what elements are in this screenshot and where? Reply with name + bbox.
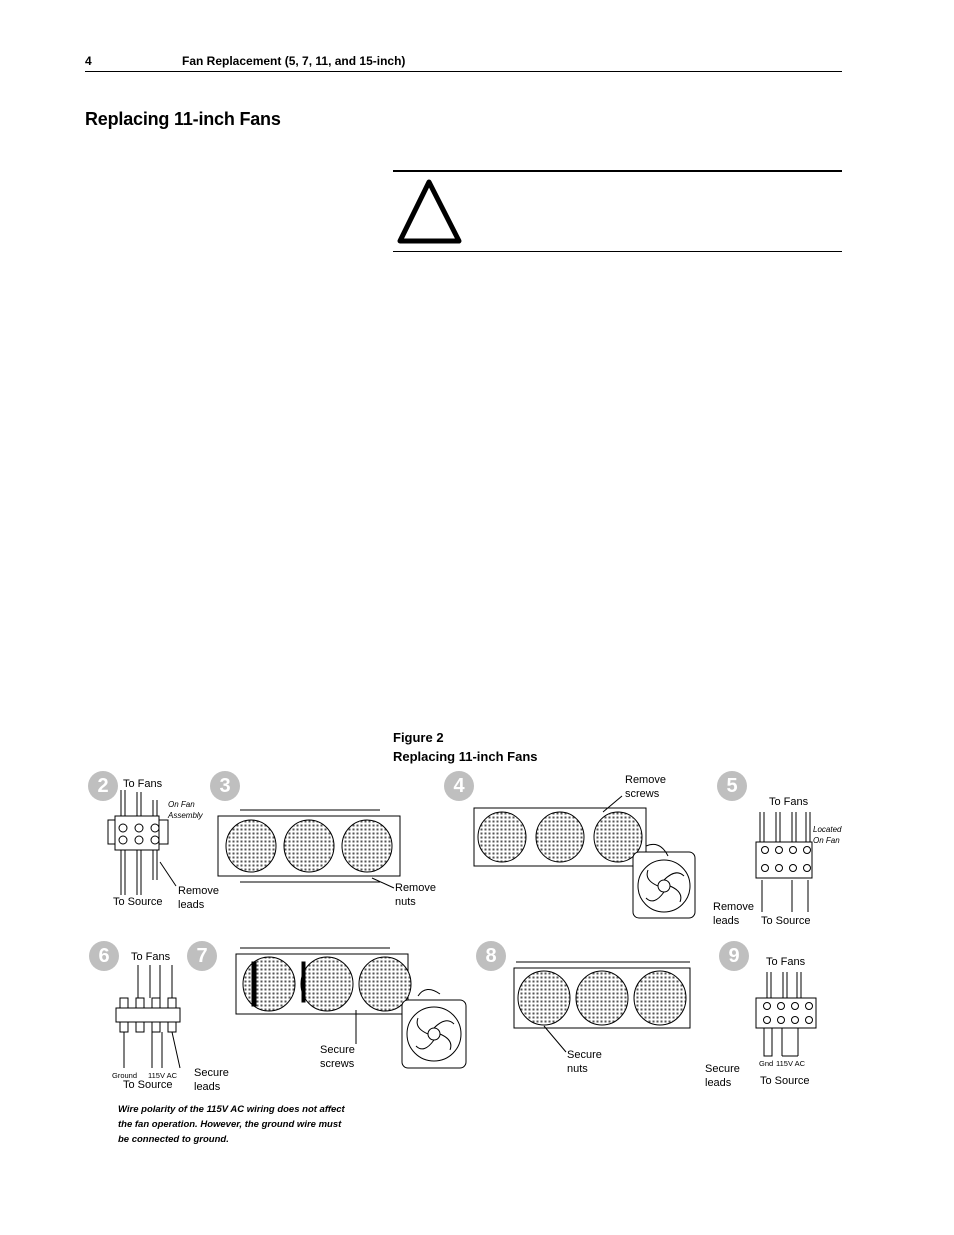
step7-secure-screws-label: Secure screws [320, 1044, 355, 1070]
figure-caption: Figure 2 Replacing 11-inch Fans [393, 728, 538, 766]
step-badge-8: 8 [476, 941, 506, 971]
step-badge-7: 7 [187, 941, 217, 971]
section-title: Replacing 11-inch Fans [85, 109, 281, 129]
step2-on-fan-label: On Fan Assembly [168, 800, 203, 820]
step2-to-source-label: To Source [113, 896, 163, 908]
figure-title: Replacing 11-inch Fans [393, 749, 538, 764]
step6-ground-label: Ground [112, 1071, 138, 1080]
figure-number: Figure 2 [393, 730, 444, 745]
step9-to-source-label: To Source [760, 1075, 810, 1087]
terminal-block-step2 [107, 790, 177, 895]
step6-to-fans-label: To Fans [131, 951, 171, 963]
terminal-block-step9 [755, 972, 817, 1057]
step6-to-source-label: To Source [123, 1079, 173, 1091]
fan-panel-step4 [473, 795, 696, 919]
running-title: Fan Replacement (5, 7, 11, and 15-inch) [182, 54, 406, 68]
page-number: 4 [85, 54, 92, 68]
step4-remove-screws-label: Remove screws [625, 774, 666, 800]
terminal-block-step5 [755, 812, 813, 912]
fan-panel-step7 [235, 947, 467, 1069]
step3-remove-nuts-label: Remove nuts [395, 882, 436, 908]
step5-to-source-label: To Source [761, 915, 811, 927]
warning-bottom-rule [393, 251, 842, 252]
warning-triangle-icon [397, 179, 462, 244]
step9-ac-label: 115V AC [776, 1059, 806, 1068]
step-badge-4: 4 [444, 771, 474, 801]
step5-remove-leads-label: Remove leads [713, 901, 754, 927]
step6-ac-label: 115V AC [148, 1071, 178, 1080]
step8-secure-nuts-label: Secure nuts [567, 1049, 602, 1075]
terminal-block-step6 [115, 965, 181, 1069]
step-badge-9: 9 [719, 941, 749, 971]
fan-panel-step8 [513, 961, 691, 1053]
step9-gnd-label: Gnd [759, 1059, 774, 1068]
step5-to-fans-label: To Fans [769, 796, 809, 808]
step-badge-5: 5 [717, 771, 747, 801]
step-badge-3: 3 [210, 771, 240, 801]
step6-secure-leads-label: Secure leads [194, 1067, 229, 1093]
step5-located-on-fan-label: Located On Fan [813, 825, 842, 845]
wiring-note: Wire polarity of the 115V AC wiring does… [118, 1104, 345, 1145]
warning-top-rule [393, 170, 842, 172]
fan-panel-step3 [217, 809, 401, 889]
step-badge-2: 2 [88, 771, 118, 801]
step9-to-fans-label: To Fans [766, 956, 806, 968]
step9-secure-leads-label: Secure leads [705, 1063, 740, 1089]
step2-to-fans-label: To Fans [123, 778, 163, 790]
header-rule [85, 71, 842, 72]
step-badge-6: 6 [89, 941, 119, 971]
step2-remove-leads-label: Remove leads [178, 885, 219, 911]
